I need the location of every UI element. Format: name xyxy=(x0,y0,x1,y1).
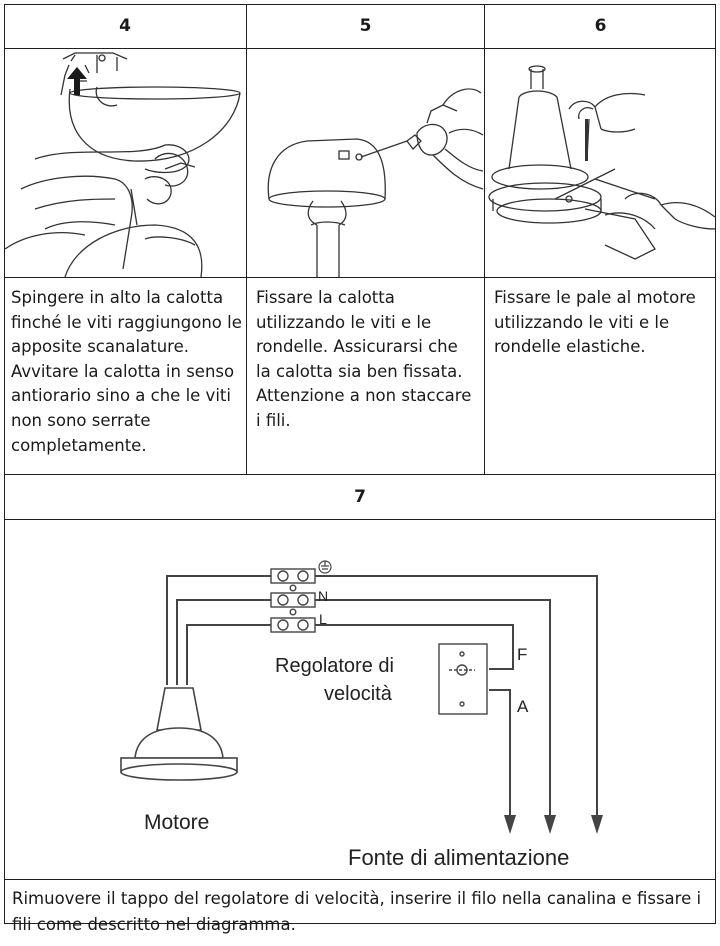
step-4-illustration xyxy=(5,52,241,277)
divider-step7-title xyxy=(4,519,716,520)
column-divider-1 xyxy=(246,4,247,474)
arrow-down-icon xyxy=(591,815,603,834)
regulator-terminal-f: F xyxy=(517,645,527,664)
arrow-down-icon xyxy=(544,815,556,834)
step-5-illustration xyxy=(267,88,484,277)
instruction-sheet: 4 5 6 xyxy=(4,4,716,934)
step-6-illustration xyxy=(488,65,715,260)
terminal-block xyxy=(270,568,316,633)
motor-icon xyxy=(120,687,238,781)
divider-step7-footer xyxy=(4,879,716,880)
power-source-label: Fonte di alimentazione xyxy=(348,845,569,870)
earth-icon xyxy=(318,560,332,574)
motor-label: Motore xyxy=(144,811,209,834)
divider-header xyxy=(4,48,716,49)
divider-illustrations xyxy=(4,277,716,278)
step-7-number: 7 xyxy=(354,487,366,507)
regulator-terminal-a: A xyxy=(517,697,529,716)
up-arrow-icon xyxy=(67,67,87,79)
neutral-wire xyxy=(176,599,551,816)
step-5-text: Fissare la calotta utilizzando le viti e… xyxy=(256,288,472,430)
screwdriver-shaft xyxy=(585,119,588,161)
border-left xyxy=(4,4,5,924)
step-4-arrow-shaft xyxy=(74,79,80,95)
divider-step7-header xyxy=(4,474,716,475)
step-7-text: Rimuovere il tappo del regolatore di vel… xyxy=(12,889,702,934)
step-6-number: 6 xyxy=(594,16,607,36)
border-top xyxy=(4,4,716,5)
step-4-number: 4 xyxy=(119,16,131,36)
regulator-supply-wire xyxy=(489,689,511,816)
column-divider-2 xyxy=(484,4,485,474)
border-bottom xyxy=(4,923,716,924)
border-right xyxy=(715,4,716,924)
live-wire xyxy=(186,624,514,685)
regulator-label-line2: velocità xyxy=(324,683,393,705)
earth-wire xyxy=(166,575,598,816)
arrow-down-icon xyxy=(504,815,516,834)
speed-regulator xyxy=(438,643,488,715)
terminal-label-neutral: N xyxy=(318,588,328,604)
step-5-number: 5 xyxy=(359,16,372,36)
step-6-text: Fissare le pale al motore utilizzando le… xyxy=(494,288,696,357)
power-arrows xyxy=(504,815,603,834)
wiring-diagram: N L F A Regolatore di velocità Motore Fo xyxy=(120,560,603,870)
step-4-text: Spingere in alto la calotta finché le vi… xyxy=(11,288,242,455)
terminal-label-live: L xyxy=(319,611,327,627)
regulator-label-line1: Regolatore di xyxy=(275,655,394,677)
